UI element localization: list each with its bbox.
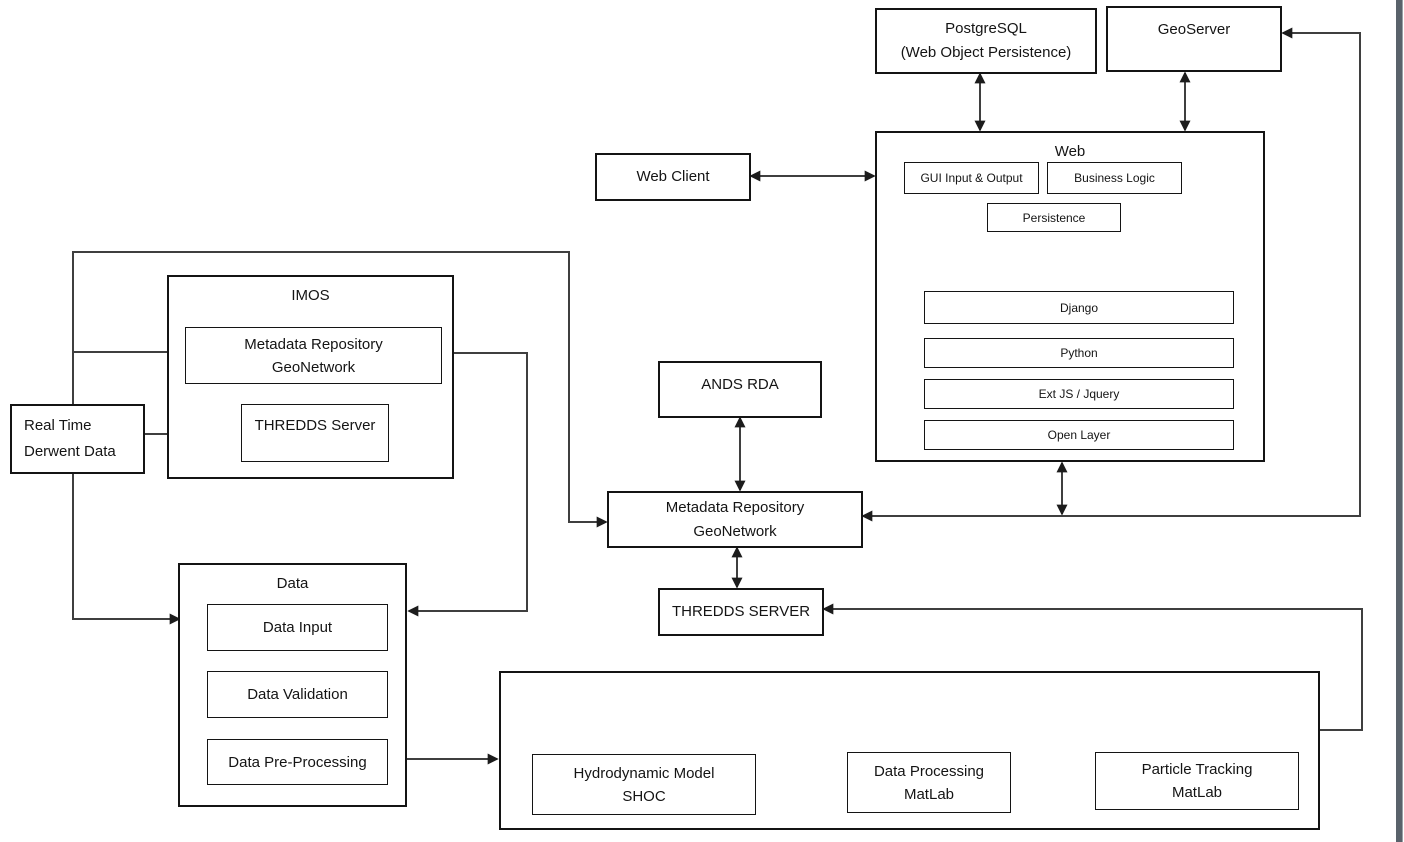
python-label: Python (1060, 346, 1098, 360)
data-processing-line1: Data Processing (873, 762, 985, 780)
connector-realtime-trunk (72, 251, 608, 625)
django-label: Django (1059, 300, 1099, 315)
particle-tracking-line1: Particle Tracking (1141, 761, 1253, 778)
real-time-line2: Derwent Data (24, 443, 116, 460)
persistence-label: Persistence (1022, 210, 1086, 225)
hydrodynamic-line1: Hydrodynamic Model (573, 764, 715, 782)
real-time-line1: Real Time (24, 417, 92, 434)
data-validation-label: Data Validation (247, 686, 348, 703)
thredds-server-label: THREDDS SERVER (671, 603, 811, 620)
web-title: Web (1054, 143, 1086, 160)
page-edge (1396, 0, 1403, 842)
imos-metadata-line2: GeoNetwork (271, 358, 356, 376)
postgresql-label-line1: PostgreSQL (945, 20, 1027, 37)
node-processing-group: Hydrodynamic Model SHOC Data Processing … (499, 671, 1320, 830)
business-logic-label: Business Logic (1074, 171, 1155, 185)
node-metadata-repository: Metadata Repository GeoNetwork (607, 491, 863, 548)
node-data-processing-matlab: Data Processing MatLab (847, 752, 1011, 813)
node-open-layer: Open Layer (924, 420, 1234, 450)
node-data: Data Data Input Data Validation Data Pre… (178, 563, 407, 807)
metadata-repository-line1: Metadata Repository (665, 498, 805, 516)
node-geoserver: GeoServer (1106, 6, 1282, 72)
connector-processing-thredds-elbow (822, 603, 1363, 731)
node-particle-tracking-matlab: Particle Tracking MatLab (1095, 752, 1299, 810)
imos-thredds-label: THREDDS Server (254, 417, 376, 434)
node-ands-rda: ANDS RDA (658, 361, 822, 418)
node-data-pre-processing: Data Pre-Processing (207, 739, 388, 785)
node-imos: IMOS Metadata Repository GeoNetwork THRE… (167, 275, 454, 479)
node-data-validation: Data Validation (207, 671, 388, 718)
node-imos-thredds-server: THREDDS Server (241, 404, 389, 462)
gui-input-output-label: GUI Input & Output (920, 171, 1023, 185)
geoserver-label: GeoServer (1157, 21, 1231, 38)
data-pre-processing-label: Data Pre-Processing (228, 753, 367, 771)
node-business-logic: Business Logic (1047, 162, 1182, 194)
imos-title: IMOS (291, 287, 330, 304)
node-web-client: Web Client (595, 153, 751, 201)
node-thredds-server: THREDDS SERVER (658, 588, 824, 636)
node-hydrodynamic-model: Hydrodynamic Model SHOC (532, 754, 756, 815)
extjs-jquery-label: Ext JS / Jquery (1038, 387, 1120, 401)
node-gui-input-output: GUI Input & Output (904, 162, 1039, 194)
connector-imos-data-elbow (407, 347, 528, 617)
data-processing-line2: MatLab (903, 785, 955, 803)
node-python: Python (924, 338, 1234, 368)
connector-geoserver-metadata-elbow (861, 27, 1361, 522)
node-real-time-derwent-data: Real Time Derwent Data (10, 404, 145, 474)
postgresql-label-line2: (Web Object Persistence) (900, 44, 1072, 61)
open-layer-label: Open Layer (1047, 428, 1111, 442)
node-data-input: Data Input (207, 604, 388, 651)
particle-tracking-line2: MatLab (1171, 784, 1223, 801)
ands-rda-label: ANDS RDA (701, 376, 779, 393)
node-persistence: Persistence (987, 203, 1121, 232)
metadata-repository-line2: GeoNetwork (693, 522, 777, 540)
node-imos-metadata-repository: Metadata Repository GeoNetwork (185, 327, 442, 384)
node-django: Django (924, 291, 1234, 324)
hydrodynamic-line2: SHOC (622, 787, 666, 805)
web-client-label: Web Client (636, 168, 710, 185)
node-extjs-jquery: Ext JS / Jquery (924, 379, 1234, 409)
data-input-label: Data Input (262, 619, 333, 636)
data-title: Data (276, 575, 309, 592)
node-web: Web GUI Input & Output Business Logic Pe… (875, 131, 1265, 462)
node-postgresql: PostgreSQL (Web Object Persistence) (875, 8, 1097, 74)
imos-metadata-line1: Metadata Repository (244, 335, 383, 353)
